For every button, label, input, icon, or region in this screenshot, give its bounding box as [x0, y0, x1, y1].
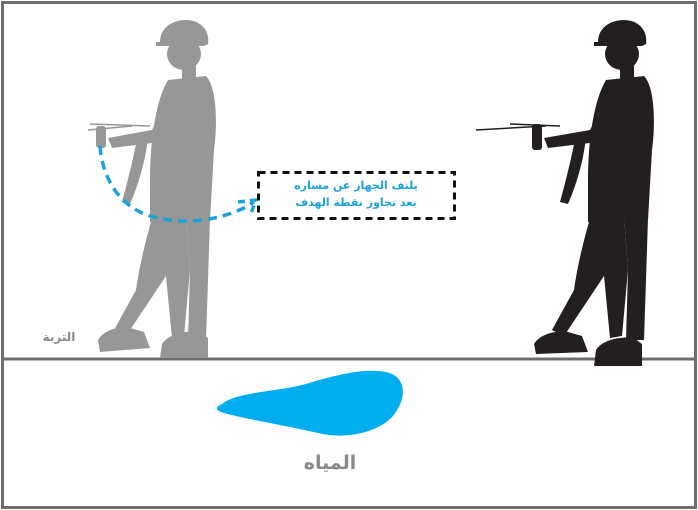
callout-line-1: يلتف الجهاز عن مساره	[262, 177, 450, 194]
water-label: المياه	[240, 452, 420, 474]
solid-helmet-brim	[594, 42, 608, 46]
ghost-helmet-brim	[156, 42, 170, 46]
callout-line-2: بعد تجاوز نقطة الهدف	[262, 194, 450, 211]
ghost-legs	[114, 216, 190, 338]
solid-rear-leg	[624, 216, 648, 340]
ghost-rear-leg	[186, 216, 210, 340]
solid-boot-rear	[594, 338, 642, 367]
solid-boot-front	[534, 332, 588, 355]
solid-person-icon	[534, 20, 654, 366]
ghost-boot-front	[98, 328, 150, 353]
water-pocket	[217, 371, 403, 436]
solid-legs	[552, 216, 628, 338]
soil-label: التربة	[34, 330, 84, 344]
solid-torso	[588, 76, 654, 222]
ghost-torso	[150, 76, 216, 222]
callout-text: يلتف الجهاز عن مساره بعد تجاوز نقطة الهد…	[262, 177, 450, 211]
ghost-boot-rear	[160, 332, 208, 359]
